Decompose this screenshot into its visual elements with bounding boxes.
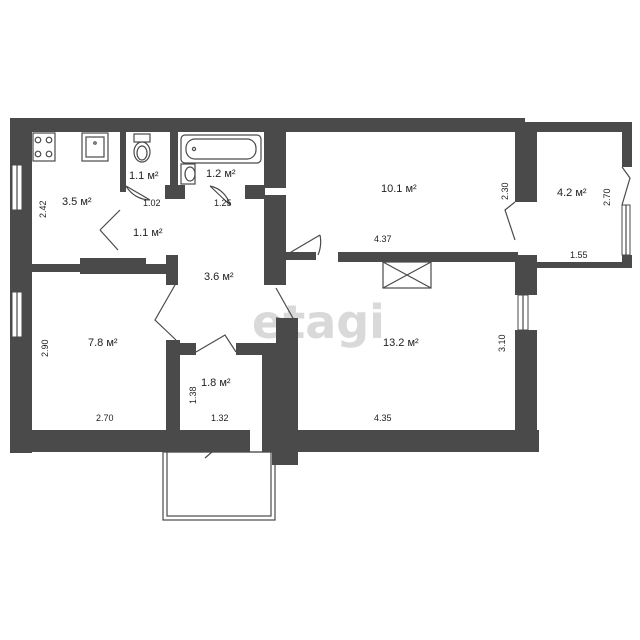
room-top-width-dim: 4.37 xyxy=(374,234,392,244)
room-top-door-icon xyxy=(285,234,322,256)
room-left-width-dim: 2.70 xyxy=(96,413,114,423)
room-big-area-label: 13.2 м² xyxy=(383,337,419,349)
windows xyxy=(11,164,631,338)
room-top-area-label: 10.1 м² xyxy=(381,183,417,195)
balcony-window-door-icon xyxy=(621,166,631,206)
room-big-width-dim: 4.35 xyxy=(374,413,392,423)
kitchen-door-icon xyxy=(99,209,121,251)
fixtures xyxy=(32,132,432,289)
hall-door-right-icon xyxy=(275,287,296,321)
corridor-small-area-label: 1.1 м² xyxy=(133,227,163,239)
bath-width-dim: 1.25 xyxy=(214,198,232,208)
toilet-area-label: 1.1 м² xyxy=(129,170,159,182)
entry-area-label: 1.8 м² xyxy=(201,377,231,389)
area-labels: 3.5 м² 1.1 м² 1.2 м² 10.1 м² 4.2 м² 1.1 … xyxy=(62,168,587,389)
bottom-balcony xyxy=(162,451,276,521)
balcony-height-dim: 2.70 xyxy=(602,188,612,206)
balcony-door-icon xyxy=(504,201,516,241)
room-left-height-dim: 2.90 xyxy=(40,339,50,357)
hall-door-bottom-icon xyxy=(195,334,237,353)
balcony-right-area-label: 4.2 м² xyxy=(557,187,587,199)
hall-area-label: 3.6 м² xyxy=(204,271,234,283)
toilet-width-dim: 1.02 xyxy=(143,198,161,208)
toilet-tank-icon xyxy=(133,133,151,143)
bathroom-area-label: 1.2 м² xyxy=(206,168,236,180)
balcony-width-dim: 1.55 xyxy=(570,250,588,260)
dimension-labels: 2.42 1.02 1.25 4.37 2.30 2.70 1.55 2.90 … xyxy=(38,182,612,423)
room-left-area-label: 7.8 м² xyxy=(88,337,118,349)
kitchen-area-label: 3.5 м² xyxy=(62,196,92,208)
watermark-text: etagi xyxy=(252,295,385,349)
room-top-height-dim: 2.30 xyxy=(500,182,510,200)
toilet-door-icon xyxy=(125,185,151,201)
room-left-door-icon xyxy=(154,284,177,341)
doors xyxy=(99,166,631,459)
entry-height-dim: 1.38 xyxy=(188,386,198,404)
kitchen-height-dim: 2.42 xyxy=(38,200,48,218)
walls xyxy=(10,118,632,465)
room-big-height-dim: 3.10 xyxy=(497,334,507,352)
bath-door-icon xyxy=(209,185,231,206)
entrance-door-icon xyxy=(204,439,241,459)
entry-width-dim: 1.32 xyxy=(211,413,229,423)
